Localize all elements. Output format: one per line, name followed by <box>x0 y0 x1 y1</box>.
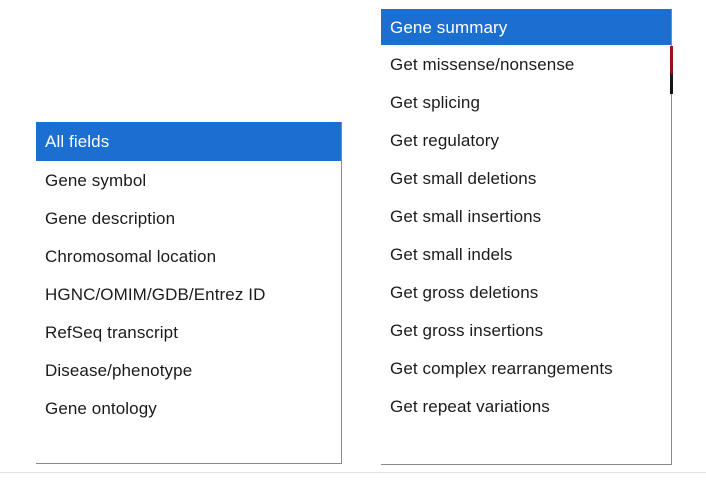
listbox-option-get-complex-rearrangements[interactable]: Get complex rearrangements <box>381 349 671 387</box>
listbox-option-disease-phenotype[interactable]: Disease/phenotype <box>36 351 341 389</box>
listbox-option-get-gross-deletions[interactable]: Get gross deletions <box>381 273 671 311</box>
listbox-option-label: Chromosomal location <box>45 246 217 266</box>
page-divider <box>0 472 706 473</box>
listbox-option-label: Get small insertions <box>390 206 542 226</box>
listbox-option-label: HGNC/OMIM/GDB/Entrez ID <box>45 284 266 304</box>
listbox-option-refseq-transcript[interactable]: RefSeq transcript <box>36 313 341 351</box>
listbox-option-label: Get small deletions <box>390 168 537 188</box>
listbox-option-get-repeat-variations[interactable]: Get repeat variations <box>381 387 671 425</box>
listbox-option-label: Gene summary <box>390 17 508 37</box>
listbox-option-label: Get gross insertions <box>390 320 544 340</box>
listbox-option-hgnc-omim-gdb-entrez-id[interactable]: HGNC/OMIM/GDB/Entrez ID <box>36 275 341 313</box>
listbox-option-get-regulatory[interactable]: Get regulatory <box>381 121 671 159</box>
gene-action-listbox[interactable]: Gene summary Get missense/nonsense Get s… <box>381 9 672 465</box>
listbox-option-get-small-indels[interactable]: Get small indels <box>381 235 671 273</box>
listbox-option-label: Get complex rearrangements <box>390 358 613 378</box>
text-cursor-marker <box>670 46 673 94</box>
listbox-option-get-small-insertions[interactable]: Get small insertions <box>381 197 671 235</box>
listbox-option-label: Get missense/nonsense <box>390 54 575 74</box>
listbox-option-chromosomal-location[interactable]: Chromosomal location <box>36 237 341 275</box>
listbox-option-gene-ontology[interactable]: Gene ontology <box>36 389 341 427</box>
listbox-option-label: Gene description <box>45 208 176 228</box>
listbox-option-label: Get gross deletions <box>390 282 539 302</box>
listbox-option-label: RefSeq transcript <box>45 322 179 342</box>
listbox-option-label: Get regulatory <box>390 130 500 150</box>
listbox-option-get-missense-nonsense[interactable]: Get missense/nonsense <box>381 45 671 83</box>
listbox-option-gene-symbol[interactable]: Gene symbol <box>36 161 341 199</box>
listbox-option-label: Get repeat variations <box>390 396 550 416</box>
listbox-option-label: Get splicing <box>390 92 481 112</box>
listbox-option-gene-description[interactable]: Gene description <box>36 199 341 237</box>
listbox-option-label: All fields <box>45 132 110 151</box>
listbox-option-label: Disease/phenotype <box>45 360 193 380</box>
listbox-option-get-splicing[interactable]: Get splicing <box>381 83 671 121</box>
listbox-option-get-small-deletions[interactable]: Get small deletions <box>381 159 671 197</box>
listbox-option-gene-summary[interactable]: Gene summary <box>381 9 671 45</box>
listbox-option-all-fields[interactable]: All fields <box>36 122 341 161</box>
listbox-option-label: Gene ontology <box>45 398 157 418</box>
search-field-listbox[interactable]: All fields Gene symbol Gene description … <box>36 122 342 464</box>
listbox-option-label: Gene symbol <box>45 170 147 190</box>
listbox-option-get-gross-insertions[interactable]: Get gross insertions <box>381 311 671 349</box>
listbox-option-label: Get small indels <box>390 244 513 264</box>
